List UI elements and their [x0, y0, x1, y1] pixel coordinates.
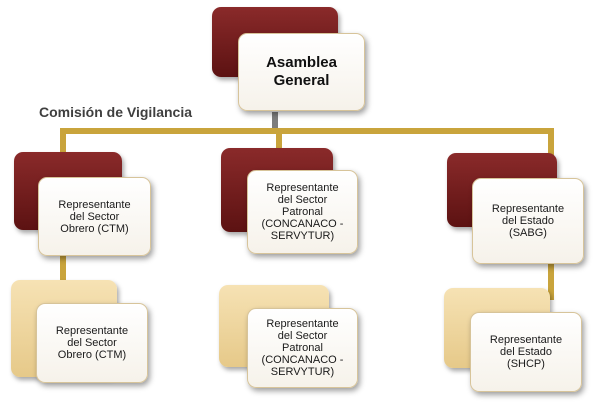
connector-col3-lower [548, 250, 554, 300]
col2-top-card: Representante del Sector Patronal (CONCA… [247, 170, 358, 254]
col3-bottom-label: Representante del Estado (SHCP) [489, 334, 563, 370]
col3-top-label: Representante del Estado (SABG) [491, 203, 565, 239]
root-node-label: Asamblea General [266, 54, 337, 89]
col2-bottom-card: Representante del Sector Patronal (CONCA… [247, 308, 358, 388]
col1-bottom-label: Representante del Sector Obrero (CTM) [55, 325, 129, 361]
commission-label: Comisión de Vigilancia [39, 104, 193, 120]
connector-col3 [548, 128, 554, 168]
root-connector [272, 112, 278, 134]
connector-col1 [60, 128, 66, 168]
col1-top-label: Representante del Sector Obrero (CTM) [58, 198, 131, 235]
col1-top-card: Representante del Sector Obrero (CTM) [38, 177, 151, 256]
root-node-card: Asamblea General [238, 33, 365, 111]
horizontal-connector [60, 128, 553, 134]
col2-top-label: Representante del Sector Patronal (CONCA… [261, 182, 344, 242]
col3-top-card: Representante del Estado (SABG) [472, 178, 584, 264]
connector-col1-lower [60, 250, 66, 290]
col3-bottom-card: Representante del Estado (SHCP) [470, 312, 582, 392]
col1-bottom-card: Representante del Sector Obrero (CTM) [36, 303, 148, 383]
col2-bottom-label: Representante del Sector Patronal (CONCA… [261, 318, 344, 378]
